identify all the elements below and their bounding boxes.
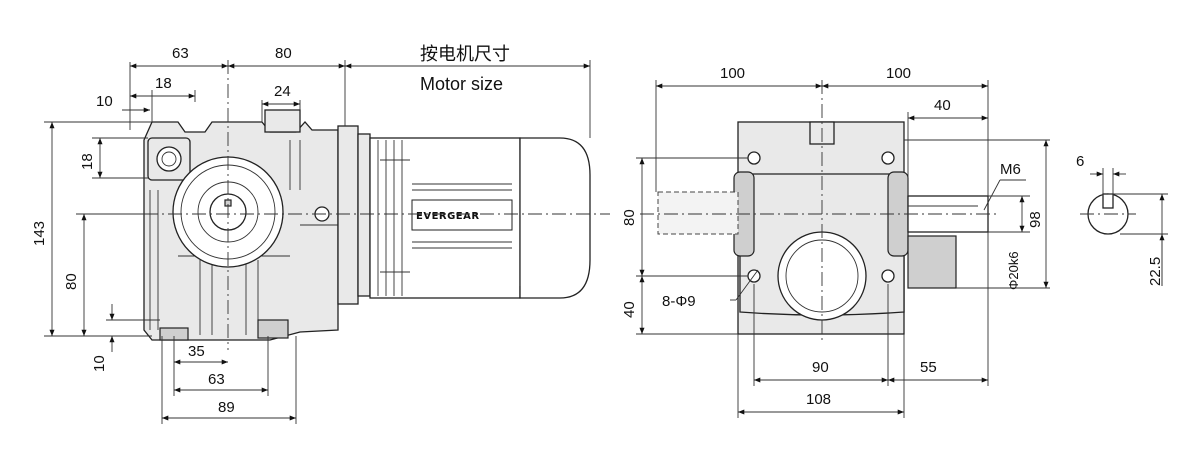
front-view: EVERGEAR 63 80 按电机尺寸 Motor size 18 10 (31, 44, 610, 424)
dim-front-63: 63 (172, 45, 189, 62)
brand-label: EVERGEAR (416, 211, 480, 222)
ear-hole-inner (161, 151, 177, 167)
dim-front-80: 80 (275, 45, 292, 62)
dim-side-108: 108 (806, 391, 831, 408)
hole-br (881, 269, 895, 283)
top-lug (264, 109, 301, 133)
shaft-diameter-label: Φ20k6 (1006, 251, 1021, 290)
motor-fins (377, 140, 512, 296)
dim-front-18-left: 18 (79, 153, 96, 170)
bottom-boss-inner (785, 239, 859, 313)
dim-side-100-right: 100 (886, 65, 911, 82)
dim-key-6: 6 (1076, 153, 1084, 170)
right-bump (907, 235, 957, 289)
front-left-dims (44, 121, 160, 352)
dim-front-18-top: 18 (155, 75, 172, 92)
front-bottom-dims (161, 336, 297, 424)
side-left-dims (636, 157, 748, 335)
ear-hole (156, 146, 182, 172)
motor-size-en: Motor size (420, 74, 503, 94)
dim-front-143: 143 (31, 221, 48, 246)
dim-side-40-top: 40 (934, 97, 951, 114)
nameplate (411, 199, 513, 231)
keyway-detail: 6 22.5 (1076, 153, 1168, 286)
motor-size-cn: 按电机尺寸 (420, 44, 510, 64)
holes-label: 8-Φ9 (662, 293, 696, 310)
dim-side-55: 55 (920, 359, 937, 376)
front-top-dims (122, 60, 591, 138)
foot-right (257, 319, 289, 339)
dim-side-100-left: 100 (720, 65, 745, 82)
side-bottom-dims (737, 232, 989, 418)
dim-front-63-bottom: 63 (208, 371, 225, 388)
dim-front-24: 24 (274, 83, 291, 100)
motor-flange-step (357, 133, 371, 297)
motor-fan-cover (519, 137, 591, 299)
hole-tl (747, 151, 761, 165)
side-view: 100 100 40 80 40 8-Φ9 M6 Φ20k6 (621, 65, 1050, 418)
hole-tr (881, 151, 895, 165)
motor-flange (337, 125, 359, 305)
dim-front-10-bottom: 10 (91, 355, 108, 372)
dim-key-22-5: 22.5 (1147, 257, 1164, 286)
dim-front-10-top: 10 (96, 93, 113, 110)
key-slot (1102, 193, 1114, 209)
dim-side-98: 98 (1027, 211, 1044, 228)
left-shaft (657, 191, 739, 235)
dim-side-90: 90 (812, 359, 829, 376)
dim-side-40-left: 40 (621, 301, 638, 318)
dim-side-80: 80 (621, 209, 638, 226)
dim-front-35: 35 (188, 343, 205, 360)
side-top-dims (655, 80, 989, 196)
dim-front-89: 89 (218, 399, 235, 416)
thread-label: M6 (1000, 161, 1021, 178)
side-right-dims (904, 139, 1050, 289)
dim-front-80-left: 80 (63, 273, 80, 290)
